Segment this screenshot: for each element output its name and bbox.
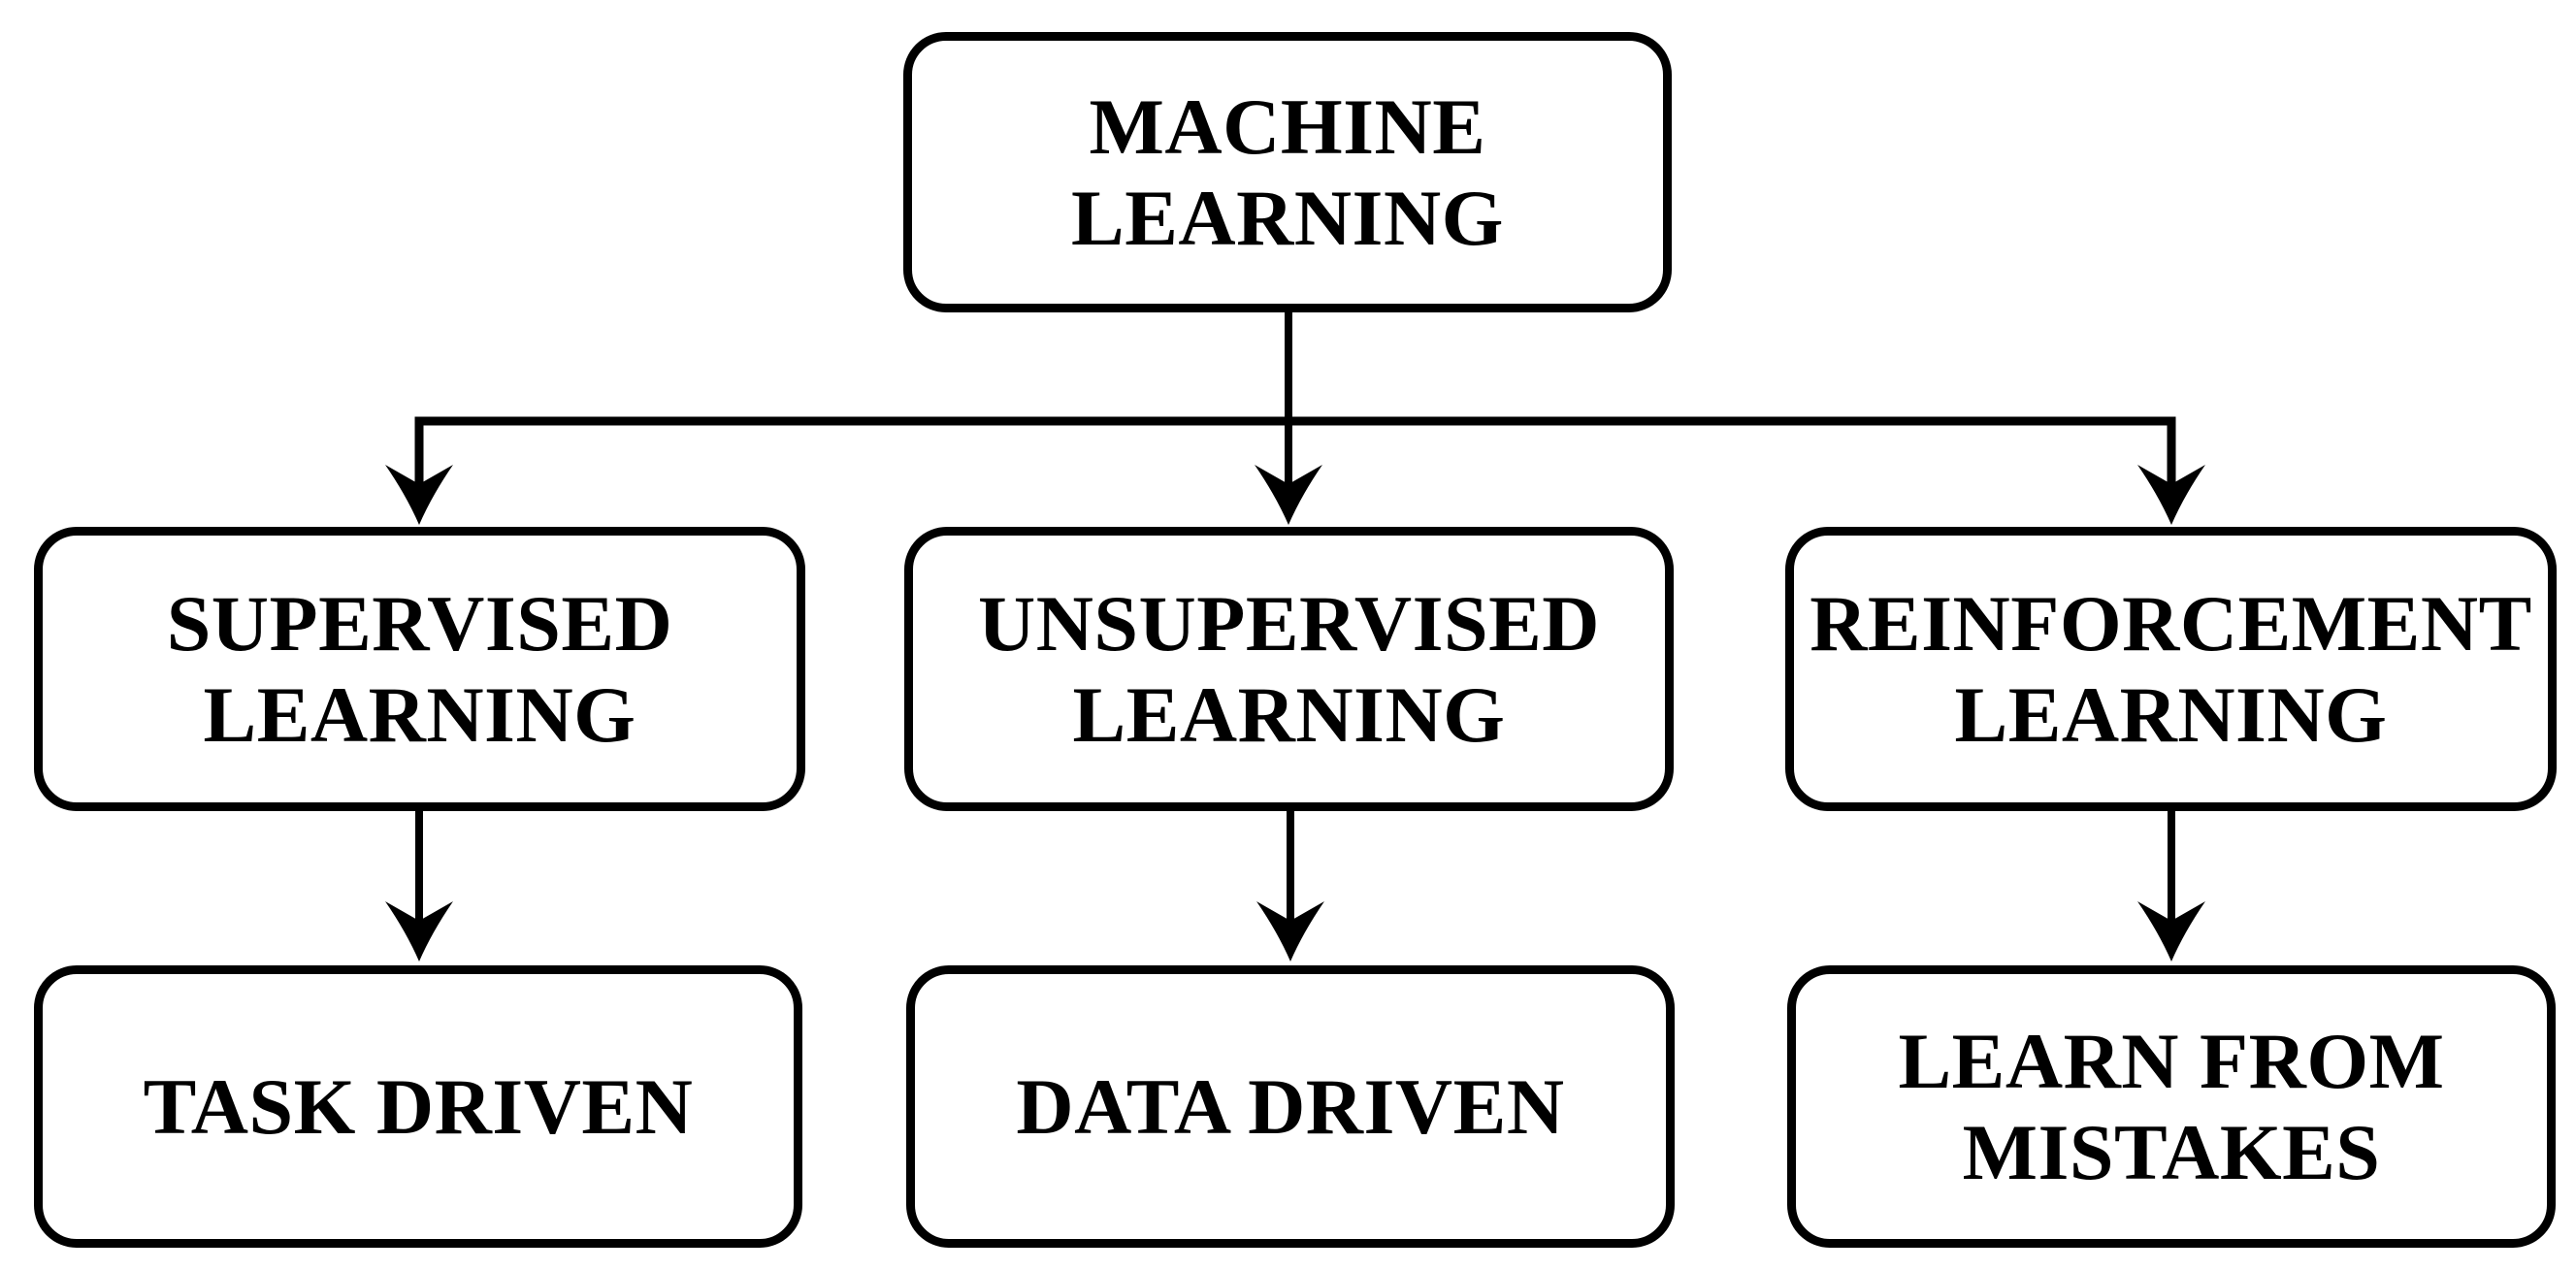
node-label: TASK DRIVEN	[143, 1061, 694, 1151]
edge-to-unsupervised-learning	[1255, 465, 1322, 525]
edge-unsupervised-to-data-driven	[1256, 811, 1324, 961]
arrowhead-down-icon	[2137, 465, 2205, 525]
node-task-driven: TASK DRIVEN	[34, 965, 802, 1248]
edge-supervised-to-task-driven	[385, 811, 453, 961]
node-label: LEARN FROM MISTAKES	[1898, 1017, 2445, 1196]
node-label: SUPERVISED LEARNING	[166, 579, 673, 759]
node-label: UNSUPERVISED LEARNING	[977, 579, 1601, 759]
edge-reinforcement-to-learn-from-mistakes	[2137, 811, 2205, 961]
arrowhead-down-icon	[1255, 465, 1322, 525]
edge-branch-bar	[414, 416, 2176, 490]
node-machine-learning: MACHINE LEARNING	[903, 32, 1672, 312]
arrowhead-down-icon	[385, 465, 453, 525]
node-reinforcement-learning: REINFORCEMENT LEARNING	[1785, 527, 2557, 811]
edge-to-supervised-learning	[385, 465, 453, 525]
node-data-driven: DATA DRIVEN	[906, 965, 1675, 1248]
node-unsupervised-learning: UNSUPERVISED LEARNING	[904, 527, 1674, 811]
node-label: MACHINE LEARNING	[1071, 82, 1504, 262]
edge-to-reinforcement-learning	[2137, 465, 2205, 525]
arrowhead-down-icon	[1256, 901, 1324, 961]
node-label: DATA DRIVEN	[1016, 1061, 1565, 1151]
node-supervised-learning: SUPERVISED LEARNING	[34, 527, 805, 811]
node-label: REINFORCEMENT LEARNING	[1810, 579, 2532, 759]
arrowhead-down-icon	[385, 901, 453, 961]
arrowhead-down-icon	[2137, 901, 2205, 961]
node-learn-from-mistakes: LEARN FROM MISTAKES	[1787, 965, 2556, 1248]
